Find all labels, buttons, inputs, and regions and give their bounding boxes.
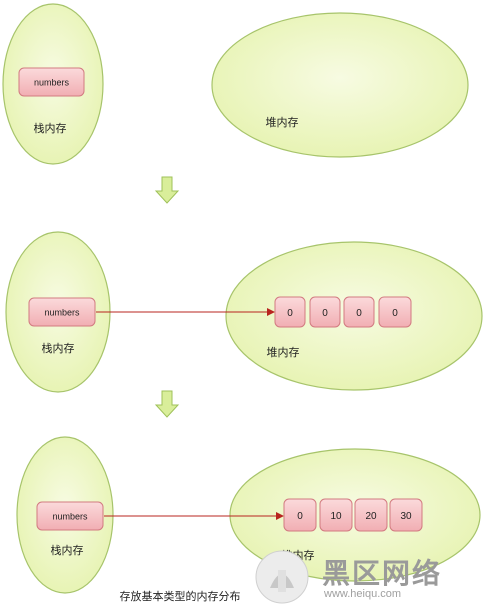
watermark-text: 黑区网络 <box>322 557 443 590</box>
watermark-url: www.heiqu.com <box>324 588 402 600</box>
panel-3-array-cell-1 <box>319 498 353 532</box>
panel-2-array-cell-0-value: 0 <box>287 308 293 319</box>
panel-1-numbers-box <box>18 67 85 97</box>
panel-3-stack-label: 栈内存 <box>51 543 84 557</box>
panel-3-numbers-label: numbers <box>52 512 88 522</box>
down-arrow-2 <box>154 390 180 418</box>
panel-2-numbers-box <box>28 297 96 327</box>
panel-3-array-cell-2 <box>354 498 388 532</box>
panel-2-stack-label: 栈内存 <box>42 341 75 355</box>
panel-3-array-cell-2-value: 20 <box>365 511 377 522</box>
panel-2-array-cell-3 <box>378 296 412 328</box>
panel-3-numbers-box <box>36 501 104 531</box>
panel-2-array-cell-3-value: 0 <box>392 308 398 319</box>
panel-1-stack-label: 栈内存 <box>34 121 67 135</box>
panel-3-array-cell-0-value: 0 <box>297 511 303 522</box>
figure-caption: 存放基本类型的内存分布 <box>119 590 241 603</box>
watermark-logo-icon <box>255 550 309 604</box>
panel-2-array-cell-1-value: 0 <box>322 308 328 319</box>
down-arrow-1 <box>154 176 180 204</box>
panel-2-array-cell-1 <box>309 296 341 328</box>
watermark: 黑区网络 www.heiqu.com <box>252 548 482 606</box>
panel-3-array-cell-1-value: 10 <box>330 511 342 522</box>
panel-1-numbers-label: numbers <box>34 78 70 88</box>
panel-2-array-cell-0 <box>274 296 306 328</box>
panel-2-heap-label: 堆内存 <box>267 345 300 359</box>
panel-1-heap-ellipse <box>211 12 469 158</box>
panel-1-heap-label: 堆内存 <box>266 115 299 129</box>
panel-2-numbers-label: numbers <box>44 308 80 318</box>
panel-2-array-cell-2-value: 0 <box>356 308 362 319</box>
panel-3-array-cell-0 <box>283 498 317 532</box>
panel-3-array-cell-3 <box>389 498 423 532</box>
panel-3-array-cell-3-value: 30 <box>400 511 412 522</box>
panel-2-array-cell-2 <box>343 296 375 328</box>
